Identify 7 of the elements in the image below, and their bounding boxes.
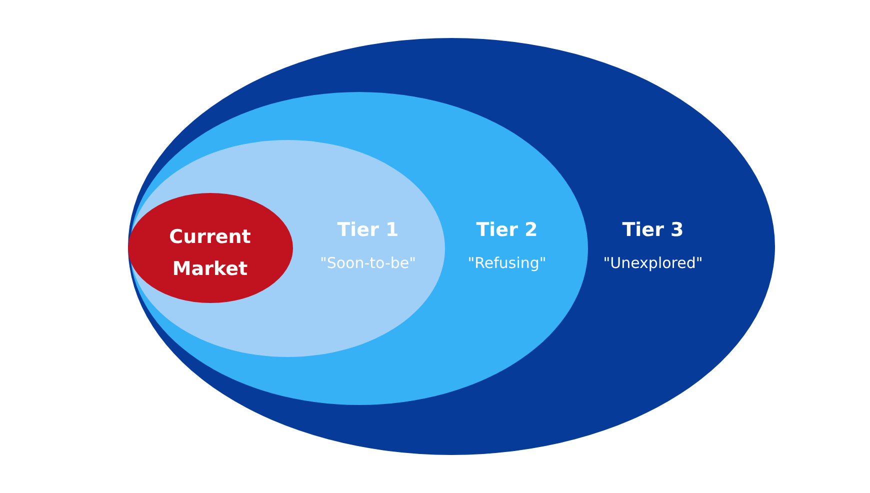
region-subtitle: "Soon-to-be" — [320, 253, 416, 273]
region-title: Tier 2 — [475, 219, 539, 241]
region-subtitle: "Unexplored" — [603, 253, 703, 273]
region-title: Tier 1 — [336, 219, 400, 241]
region-subtitle: "Refusing" — [468, 253, 546, 273]
region-title: Current Market — [168, 225, 252, 282]
region-title: Tier 3 — [621, 219, 685, 241]
